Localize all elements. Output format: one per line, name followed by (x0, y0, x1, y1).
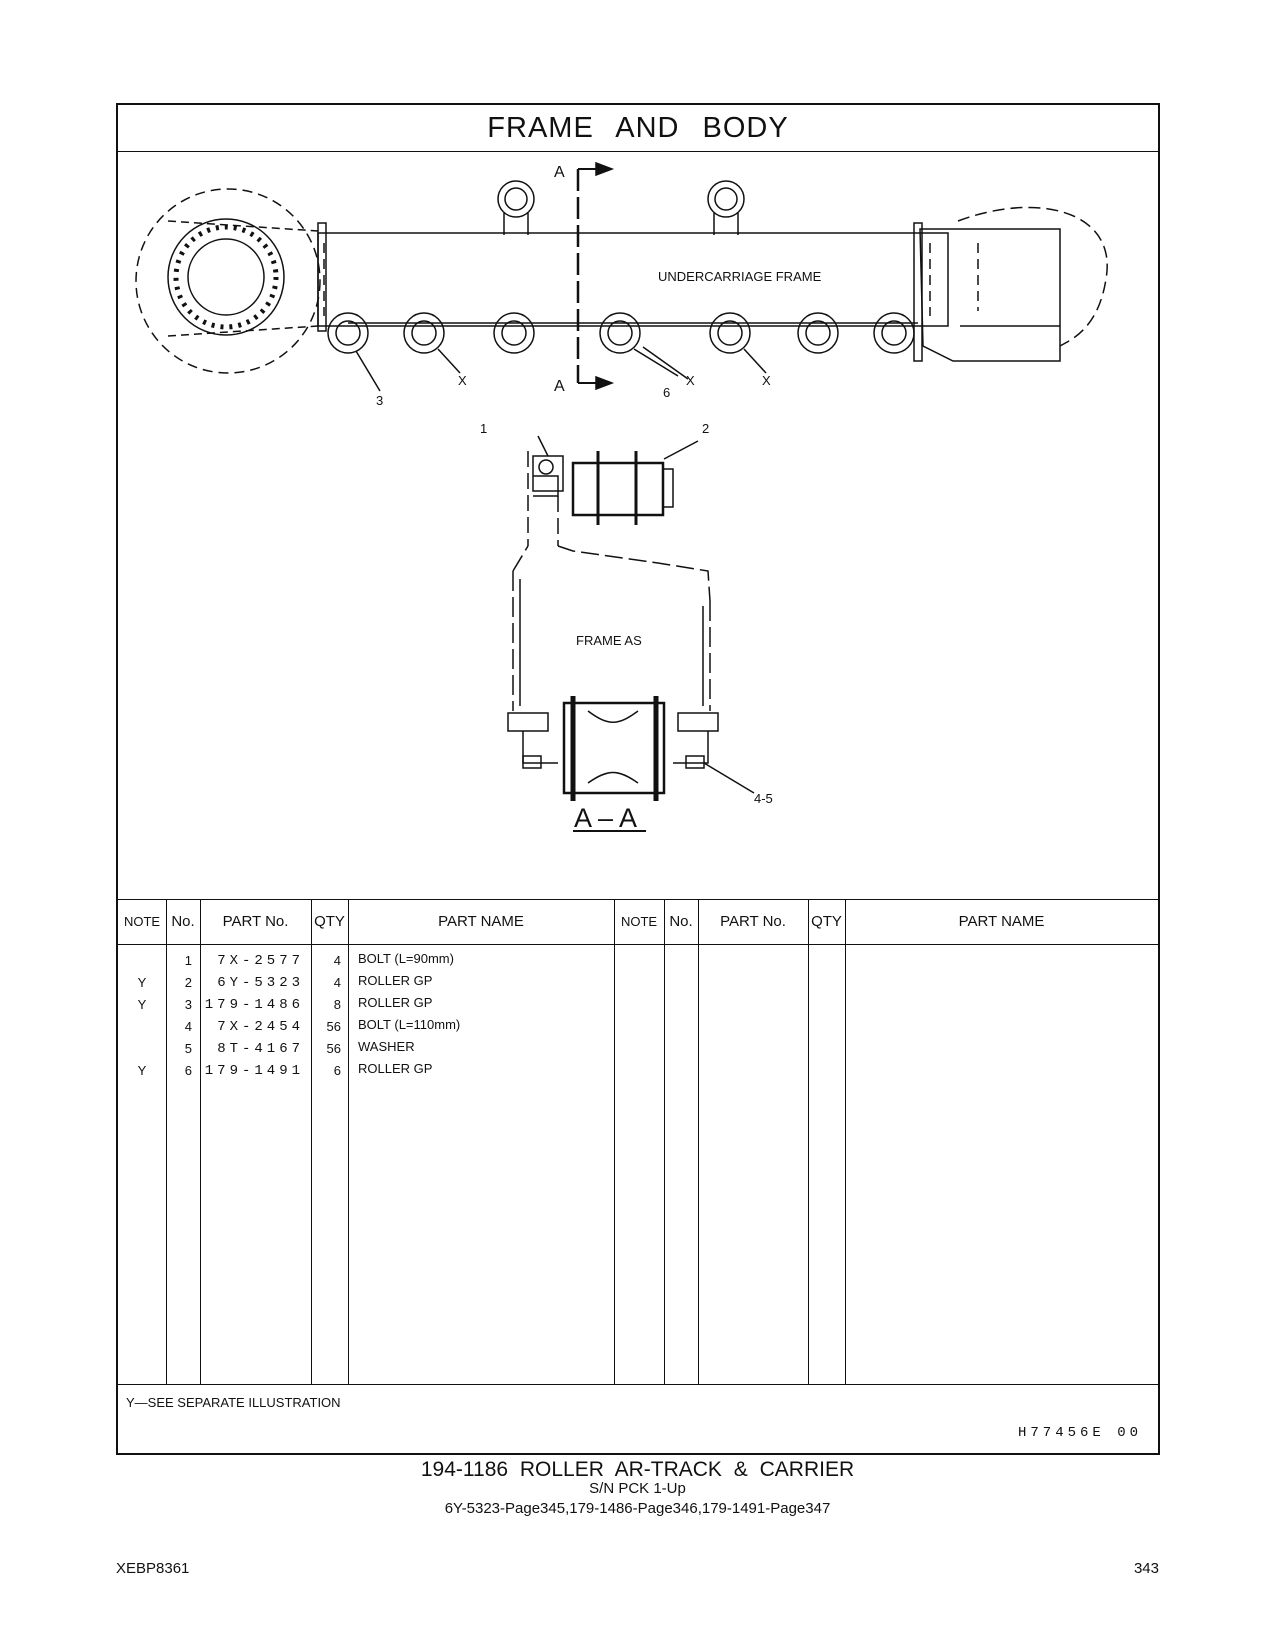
callout-4-5: 4-5 (754, 791, 773, 806)
section-marker-bottom: A (554, 378, 565, 395)
section-carrier-roller (512, 451, 711, 711)
sprocket-outline (135, 188, 321, 374)
callout-1: 1 (480, 421, 487, 436)
callout-x-3: X (762, 373, 771, 388)
illustration: A A UNDERCARRIAGE FRAME FRAME AS 3 X 6 X… (118, 151, 1158, 899)
idler-block (919, 228, 1061, 362)
page-number: 343 (1133, 1560, 1159, 1577)
track-rollers (327, 312, 915, 354)
header-part-no-right: PART No. (720, 913, 786, 930)
page-title: FRAME AND BODY (118, 105, 1158, 152)
sprocket-hub (167, 218, 285, 336)
undercarriage-frame-label: UNDERCARRIAGE FRAME (658, 269, 822, 284)
section-marker-top: A (554, 164, 565, 181)
callout-2: 2 (702, 421, 709, 436)
header-no: No. (171, 913, 195, 930)
table-footnote: Y—SEE SEPARATE ILLUSTRATION (126, 1395, 341, 1410)
serial-range: S/N PCK 1-Up (589, 1480, 686, 1497)
page-references: 6Y-5323-Page345,179-1486-Page346,179-149… (444, 1500, 831, 1517)
callout-3: 3 (376, 393, 383, 408)
undercarriage-drawing: A A UNDERCARRIAGE FRAME FRAME AS 3 X 6 X… (135, 161, 1108, 833)
undercarriage-frame-box (317, 232, 949, 327)
header-qty: QTY (314, 913, 345, 930)
frame-as-label: FRAME AS (576, 633, 642, 648)
callout-6: 6 (663, 385, 670, 400)
header-part-no: PART No. (222, 913, 289, 930)
carrier-roller-left (497, 180, 535, 235)
document-id: XEBP8361 (116, 1560, 190, 1577)
header-part-name: PART NAME (438, 913, 524, 930)
header-part-name-right: PART NAME (958, 913, 1045, 930)
illustration-ref-code: H77456E 00 (1017, 1425, 1142, 1441)
parts-page-frame: FRAME AND BODY (116, 103, 1160, 1455)
carrier-roller-right (707, 180, 745, 235)
header-note: NOTE (123, 914, 161, 929)
section-view-label: A – A (574, 803, 637, 833)
header-qty-right: QTY (811, 913, 842, 930)
header-no-right: No. (669, 913, 693, 930)
group-title: 194-1186 ROLLER AR-TRACK & CARRIER (420, 1458, 855, 1481)
callout-x-1: X (458, 373, 467, 388)
callout-x-2: X (686, 373, 695, 388)
section-track-roller (507, 696, 719, 801)
parts-table: NOTE No. PART No. QTY PART NAME NOTE No.… (118, 899, 1158, 1385)
header-note-right: NOTE (620, 914, 658, 929)
